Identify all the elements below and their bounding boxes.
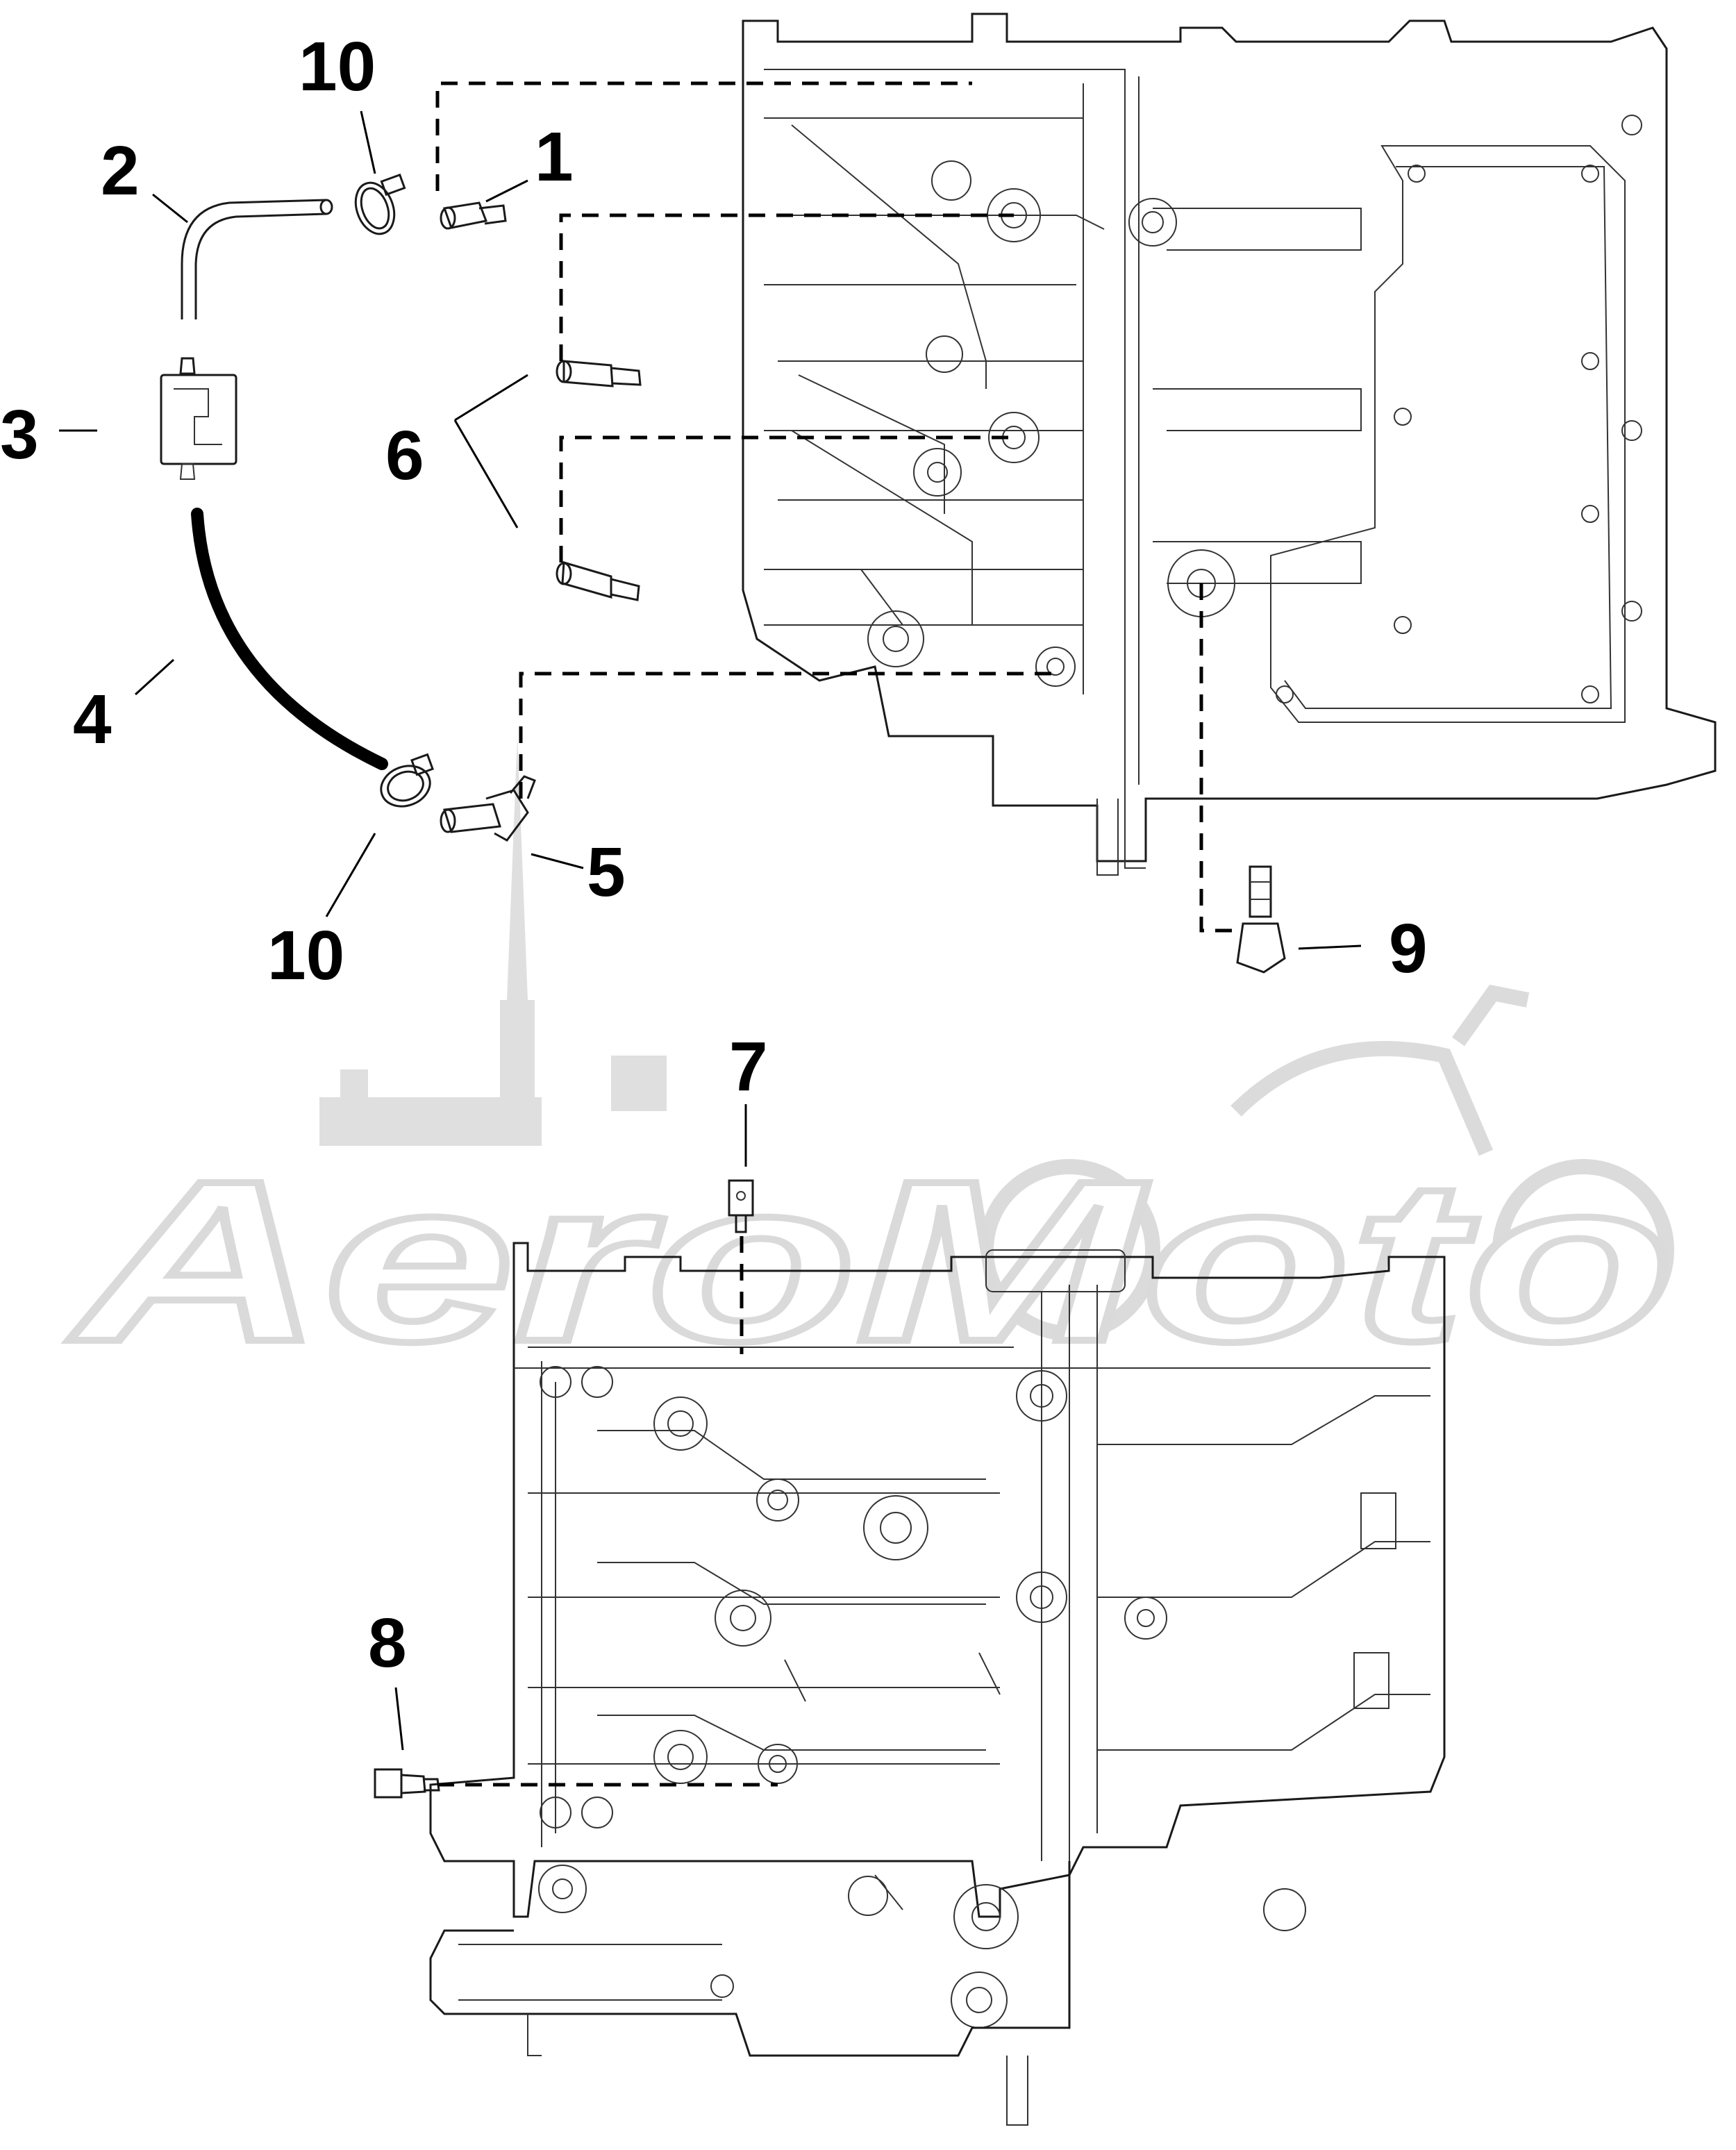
part-10-clamp-lower (380, 753, 434, 808)
cylinder-block-upper (742, 12, 1717, 876)
callout-7: 7 (729, 1028, 768, 1106)
part-9-elbow-fitting (1236, 865, 1286, 974)
callout-4: 4 (73, 681, 112, 758)
callout-1: 1 (535, 118, 574, 196)
callout-10-lower: 10 (267, 917, 344, 994)
callouts: 1 2 3 4 5 6 7 8 9 10 10 (0, 28, 1428, 1682)
leader-lines (59, 110, 1362, 1751)
part-4-hose-long (191, 508, 388, 770)
watermark: AeroMoto (62, 736, 1677, 1392)
part-2-hose-short (181, 199, 333, 319)
watermark-skyline (319, 736, 667, 1146)
part-3-fuel-filter (160, 357, 237, 480)
assembly-lines (435, 81, 1236, 1787)
part-5-elbow-fitting (440, 775, 536, 842)
callout-8: 8 (368, 1604, 407, 1682)
callout-9: 9 (1389, 910, 1428, 988)
part-10-clamp-upper (354, 173, 406, 235)
callout-5: 5 (587, 833, 626, 911)
watermark-text: AeroMoto (66, 1133, 1674, 1389)
watermark-motorcycle (978, 984, 1674, 1341)
callout-2: 2 (101, 132, 140, 210)
part-7-fitting (728, 1179, 754, 1233)
lower-bosses (538, 1366, 1306, 2028)
part-8-fitting (374, 1768, 440, 1799)
callout-10-upper: 10 (299, 28, 376, 106)
callout-3: 3 (0, 396, 39, 474)
callout-6: 6 (385, 417, 424, 494)
upper-bosses (867, 115, 1642, 703)
part-6-fittings (556, 360, 642, 601)
part-1-fitting (440, 201, 507, 230)
